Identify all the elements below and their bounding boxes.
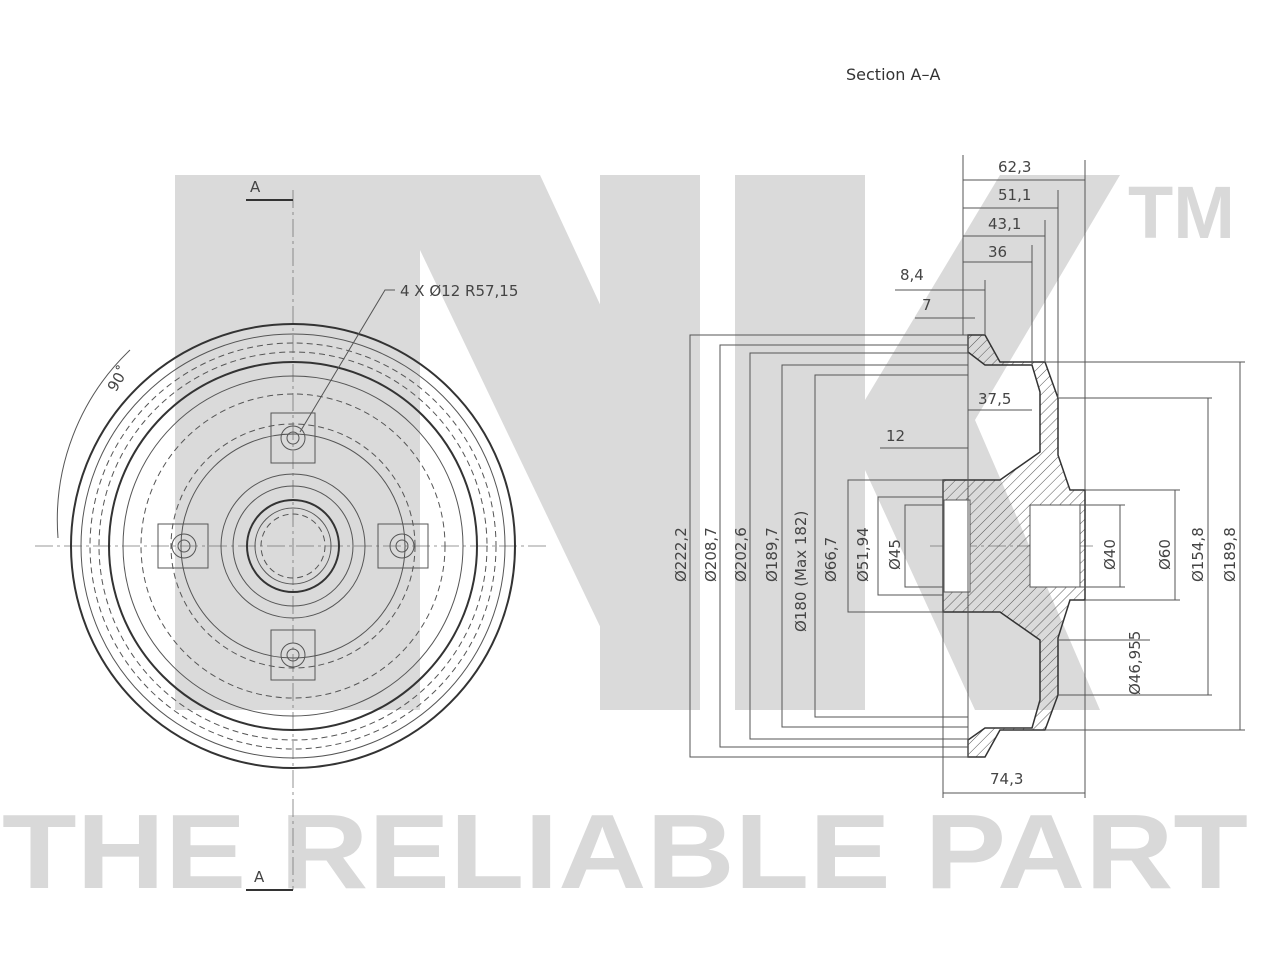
left-dimensions: Ø222,2 Ø208,7 Ø202,6 Ø189,7 Ø180 (Max 18… <box>672 334 969 758</box>
dim-top-3: 36 <box>988 243 1007 261</box>
trademark-text: TM <box>1128 171 1235 254</box>
dim-left-5: Ø66,7 <box>822 537 840 582</box>
dim-left-1: Ø208,7 <box>702 527 720 582</box>
watermark: TM THE RELIABLE PART <box>2 171 1248 911</box>
section-marker-top: A <box>250 178 261 196</box>
hole-callout: 4 X Ø12 R57,15 <box>400 282 518 300</box>
dim-top-2: 43,1 <box>988 215 1021 233</box>
dim-left-7: Ø45 <box>886 539 904 570</box>
angle-label: 90˚ <box>104 363 133 395</box>
bolt-hole <box>270 412 316 464</box>
dim-top-4: 8,4 <box>900 266 924 284</box>
section-view: 62,3 51,1 43,1 36 8,4 7 37,5 12 Ø222,2 Ø… <box>672 155 1245 798</box>
dim-left-6: Ø51,94 <box>854 527 872 582</box>
dim-right-2: Ø154,8 <box>1189 527 1207 582</box>
dim-right-4: Ø46,955 <box>1126 631 1144 695</box>
nk-logo <box>175 175 1120 710</box>
dim-top-5: 7 <box>922 296 932 314</box>
dim-top-1: 51,1 <box>998 186 1031 204</box>
dim-right-3: Ø189,8 <box>1221 527 1239 582</box>
section-marker-bottom: A <box>254 868 265 886</box>
dim-inner-0: 37,5 <box>978 390 1011 408</box>
right-dimensions: Ø40 Ø60 Ø154,8 Ø189,8 Ø46,955 <box>1045 361 1245 731</box>
bolt-hole <box>157 523 209 569</box>
dim-top-0: 62,3 <box>998 158 1031 176</box>
dim-right-0: Ø40 <box>1101 539 1119 570</box>
front-view: A A 4 X Ø12 R57,15 90˚ <box>35 178 548 891</box>
dim-left-2: Ø202,6 <box>732 527 750 582</box>
dim-right-1: Ø60 <box>1156 539 1174 570</box>
tagline-text: THE RELIABLE PART <box>2 793 1248 911</box>
dim-inner-1: 12 <box>886 427 905 445</box>
section-title: Section A–A <box>846 65 940 84</box>
bolt-hole <box>270 629 316 681</box>
dim-left-4: Ø180 (Max 182) <box>792 511 810 632</box>
bolt-hole <box>377 523 429 569</box>
dim-bottom: 74,3 <box>990 770 1023 788</box>
dim-left-0: Ø222,2 <box>672 527 690 582</box>
top-dimensions: 62,3 51,1 43,1 36 8,4 7 <box>895 155 1086 490</box>
dim-left-3: Ø189,7 <box>763 527 781 582</box>
